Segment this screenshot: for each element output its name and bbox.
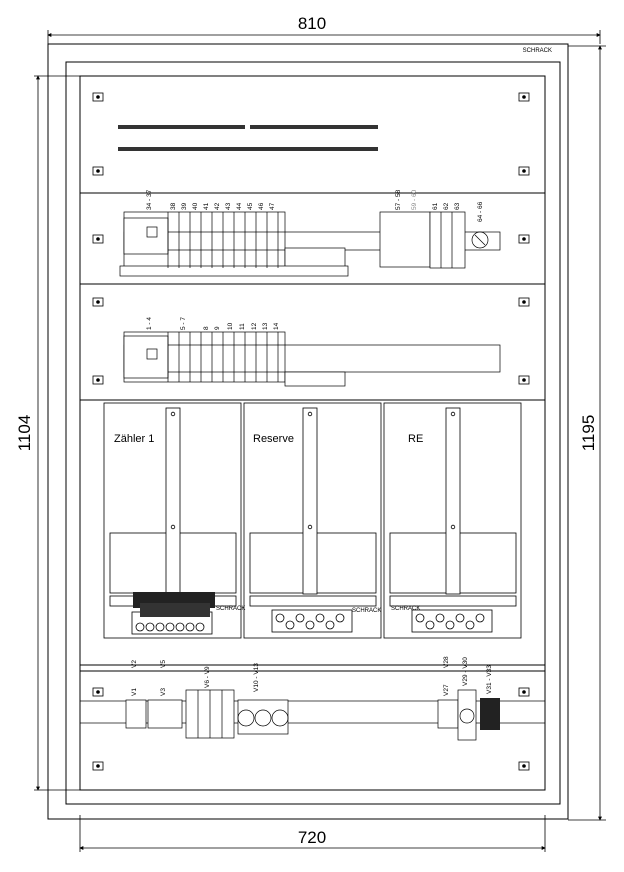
row2-label: 46 — [258, 202, 265, 210]
row3-label: 8 — [203, 326, 210, 330]
bottom-label: V29 - V30 — [462, 657, 469, 686]
terminal-strips — [118, 125, 378, 151]
row2-label: 44 — [236, 202, 243, 210]
bottom-label: V31 - V33 — [486, 665, 493, 694]
meter-panel-title: RE — [408, 433, 423, 445]
meter-panel-brand: SCHRACK — [391, 606, 420, 612]
bottom-label: V10 - V13 — [253, 663, 260, 692]
row2-label: 39 — [181, 202, 188, 210]
row2-label: 61 — [432, 202, 439, 210]
row-3-labels: 1 - 4 5 - 7 8 9 10 11 12 13 14 — [146, 317, 280, 330]
cabinet-outline — [47, 43, 569, 820]
row3-label: 10 — [227, 322, 234, 330]
row3-label: 11 — [239, 323, 246, 330]
row2-label: 62 — [443, 202, 450, 210]
dimension-lines — [34, 30, 606, 852]
outer-width-dimension: 810 — [298, 14, 326, 33]
meter-panel-title: Zähler 1 — [114, 433, 154, 445]
row3-label: 1 - 4 — [146, 317, 153, 330]
row2-label: 57 - 58 — [395, 189, 402, 210]
inner-height-dimension: 1104 — [15, 415, 34, 452]
meter-panel-brand: SCHRACK — [352, 608, 381, 614]
row2-label: 64 - 66 — [477, 201, 484, 222]
row2-label: 63 — [454, 202, 461, 210]
breaker-row-2 — [119, 211, 501, 277]
bottom-label: V2 — [131, 660, 138, 668]
row2-label: 34 - 37 — [146, 189, 153, 210]
bottom-label: V3 — [160, 688, 167, 696]
row2-label: 38 — [170, 202, 177, 210]
row2-label: 43 — [225, 202, 232, 210]
bottom-row-labels: V1 V2 V3 V5 V6 - V9 V10 - V13 V27 V28 V2… — [131, 656, 493, 696]
row3-label: 9 — [214, 326, 221, 330]
outer-height-dimension: 1195 — [579, 415, 598, 452]
row2-label: 47 — [269, 202, 276, 210]
bottom-label: V6 - V9 — [204, 666, 211, 688]
meter-terminal-block — [133, 592, 215, 617]
meter-panel-title: Reserve — [253, 433, 294, 445]
bottom-label: V27 — [443, 684, 450, 696]
row-2-labels: 34 - 37 38 39 40 41 42 43 44 45 46 47 57… — [146, 189, 484, 222]
row2-label: 42 — [214, 202, 221, 210]
inner-width-dimension: 720 — [298, 828, 326, 847]
bottom-label: V5 — [160, 660, 167, 668]
bottom-label: V28 — [443, 656, 450, 668]
bottom-row-devices — [79, 689, 546, 741]
row3-label: 13 — [262, 322, 269, 330]
breaker-row-3 — [123, 331, 501, 387]
bottom-terminal-block — [480, 698, 500, 730]
row3-label: 12 — [251, 322, 258, 330]
row2-label: 40 — [192, 202, 199, 210]
row2-label: 41 — [203, 202, 210, 210]
cover-screw-centers — [96, 95, 526, 768]
row3-label: 14 — [273, 322, 280, 330]
row3-label: 5 - 7 — [180, 317, 187, 330]
brand-label: SCHRACK — [523, 48, 552, 54]
row2-label: 45 — [247, 202, 254, 210]
row2-label: 59 - 60 — [411, 189, 418, 210]
bottom-label: V1 — [131, 688, 138, 696]
meter-panel-brand: SCHRACK — [216, 606, 245, 612]
